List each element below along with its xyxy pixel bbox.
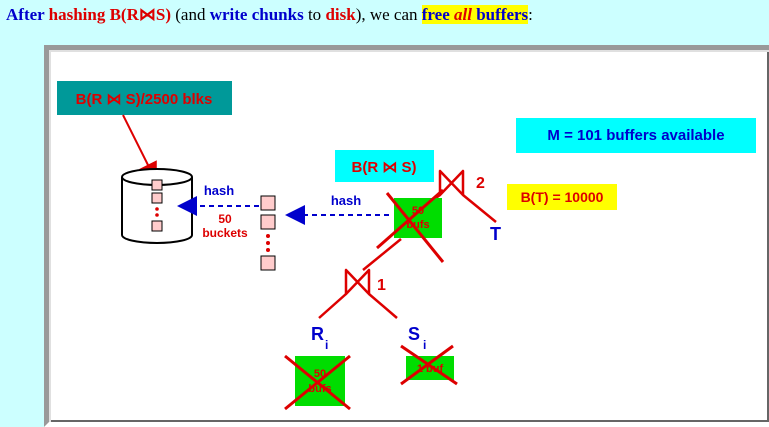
bucket-dot — [266, 241, 270, 245]
heading-hashing: hashing B(R — [48, 5, 139, 24]
heading-write-chunks: write chunks — [209, 5, 304, 24]
size-label: B(R ⋈ S)/2500 blks — [76, 91, 213, 108]
bowtie-glyph: ⋈ — [138, 5, 156, 24]
disk-chunk — [151, 179, 163, 191]
edge-join2-t — [462, 194, 497, 223]
memory-label-box — [516, 118, 756, 153]
disk-dot — [155, 213, 159, 217]
bt-label-box — [507, 184, 617, 210]
join2-bowtie-icon — [438, 169, 465, 197]
heading-and: (and — [171, 5, 210, 24]
slide-heading: After hashing B(R⋈S) (and write chunks t… — [6, 5, 533, 25]
t-label: T — [490, 224, 501, 244]
memory-label: M = 101 buffers available — [547, 127, 724, 144]
heading-we-can: ), we can — [355, 5, 422, 24]
cross-out-mark — [376, 188, 444, 250]
intermediate-label-box — [335, 150, 434, 182]
buckets-word: buckets — [202, 226, 248, 240]
heading-all: all — [454, 5, 472, 24]
join2-number: 2 — [476, 175, 485, 192]
edge-join1-s — [368, 293, 398, 319]
diagram-canvas: B(R ⋈ S)/2500 blks hash 50 buckets B(R ⋈… — [57, 81, 756, 411]
size-label-box — [57, 81, 232, 115]
diagram-frame: B(R ⋈ S)/2500 blks hash 50 buckets B(R ⋈… — [44, 45, 769, 427]
heading-to: to — [303, 5, 326, 24]
heading-disk: disk — [325, 5, 356, 24]
bucket-dot — [266, 234, 270, 238]
cross-out-mark — [400, 344, 454, 386]
join1-number: 1 — [377, 277, 386, 294]
heading-hashing-close: S) — [155, 5, 171, 24]
bucket — [260, 255, 276, 271]
bt-label: B(T) = 10000 — [521, 189, 604, 205]
heading-after: After — [6, 5, 49, 24]
r-subscript: i — [325, 338, 328, 352]
hash-label-left: hash — [204, 183, 234, 198]
cross-out-mark — [284, 354, 351, 411]
disk-chunk — [151, 192, 163, 204]
heading-buffers: buffers — [471, 5, 529, 24]
heading-colon: : — [528, 5, 533, 24]
intermediate-label: B(R ⋈ S) — [352, 159, 417, 176]
disk-chunk — [151, 220, 163, 232]
cross-out-mark — [385, 192, 445, 263]
disk-dot — [155, 207, 159, 211]
join1-bowtie-icon — [344, 268, 371, 296]
bucket — [260, 195, 276, 211]
buckets-count: 50 — [218, 212, 232, 226]
edge-join1-r — [318, 293, 347, 319]
s-subscript: i — [423, 338, 426, 352]
hash-label-right: hash — [331, 193, 361, 208]
edge-join1-join2 — [362, 238, 402, 271]
heading-highlight: free all buffers — [421, 5, 529, 24]
bucket-dot — [266, 248, 270, 252]
heading-free: free — [421, 5, 455, 24]
bucket — [260, 214, 276, 230]
s-label: S — [408, 324, 420, 344]
r-label: R — [311, 324, 324, 344]
